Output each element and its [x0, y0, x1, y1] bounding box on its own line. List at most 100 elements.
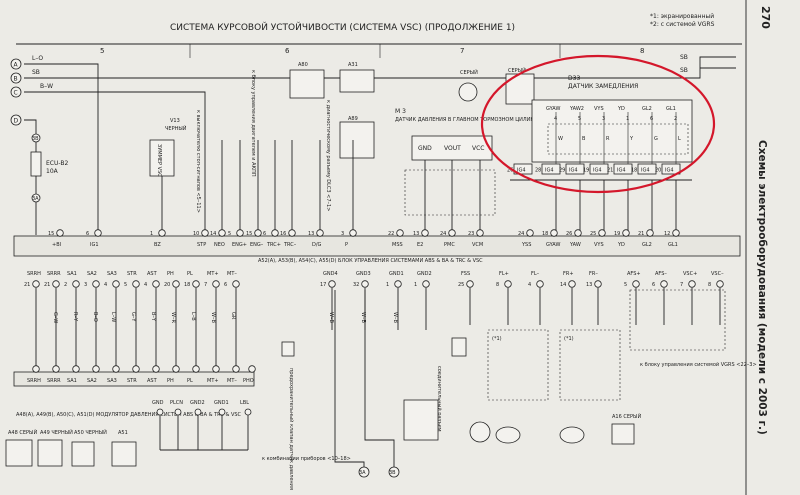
modulator-pin-label: MT+	[207, 378, 219, 384]
ecu-bottom-pin-marker	[466, 280, 474, 288]
note-stop-switch: к выключателю стоп-сигналов <5–11>	[195, 110, 201, 213]
wire-color-label: R–Y	[72, 312, 78, 322]
wire-color-label: W–R	[170, 312, 176, 323]
sensor-wire-color: Y	[629, 136, 634, 142]
modulator-name: A48(A), A49(B), A50(C), A51(D) МОДУЛЯТОР…	[16, 412, 242, 418]
ecu-bottom-pin-label: AST	[147, 271, 158, 277]
ig4-number: 28	[535, 168, 541, 174]
vgrs-section: к блоку управления системой VGRS <22–3>	[629, 289, 757, 368]
sensor-wire-color: R	[606, 136, 610, 142]
ecu-bottom-pins: SRRH21SRRR21SA12SA23SA34STR5AST4PH20PL18…	[24, 271, 724, 366]
ecu-bottom-pin-num: 4	[528, 282, 531, 288]
ecu-bottom-pin-marker	[92, 280, 100, 288]
ecu-top-pin-label: YD	[617, 242, 625, 248]
modulator-pin-marker	[72, 365, 80, 373]
svg-text:(*1): (*1)	[492, 336, 502, 342]
ecu-bottom-pin-marker	[504, 280, 512, 288]
ecu-top-pin-marker	[396, 229, 404, 237]
ig4-number: 19	[583, 168, 589, 174]
ig4-connector	[661, 163, 681, 175]
ecu-top-pin-label: VYS	[594, 242, 604, 248]
modulator-pin-label: STR	[127, 378, 137, 384]
svg-text:(*1): (*1)	[564, 336, 574, 342]
left-ref-letter: D	[14, 118, 19, 125]
ref-a31: A31	[348, 62, 358, 68]
modulator-pin-marker	[132, 365, 140, 373]
legend-line-1: *1: экранированный	[650, 13, 714, 20]
sensor-wire-color: B	[582, 136, 586, 142]
sensor-pin-num: 5	[578, 116, 581, 122]
ground-3a: 3A	[359, 470, 366, 476]
ecu-bottom-pin-num: 7	[680, 282, 683, 288]
ecu-top-pin-label: +BI	[52, 242, 61, 248]
wire-color-label: GR	[230, 312, 236, 320]
modulator-pin-marker	[52, 365, 60, 373]
conn-a15	[495, 426, 521, 444]
sensor-pin-gyaw: GYAW	[546, 106, 560, 112]
ref-a80: A80	[298, 62, 308, 68]
ecu-top-pin-num: 21	[638, 231, 644, 237]
ecu-bottom-pin-label: SA1	[67, 271, 77, 277]
wire-label-b-w: B–W	[40, 83, 53, 90]
ecu-top-pin-label: YSS	[521, 242, 531, 248]
ecu-bottom-pin-label: MT–	[227, 271, 237, 277]
modulator-pin-marker	[232, 365, 240, 373]
modulator-pin-marker	[152, 365, 160, 373]
wire-label-sb-right-2: SB	[680, 67, 688, 74]
ecu-bottom-pin-num: 6	[652, 282, 655, 288]
ecu-top-pin-num: 23	[468, 231, 474, 237]
ecu-bottom-pin-label: GND2	[417, 271, 432, 277]
pin-vcc: VCC	[472, 145, 484, 152]
ecu-bottom-pin-marker	[52, 280, 60, 288]
left-ref-circle	[10, 114, 22, 126]
ecu-bottom-pin-label: GND1	[389, 271, 404, 277]
ecu-bottom-pin-num: 32	[353, 282, 359, 288]
buzzer-color: ЧЕРНЫЙ	[165, 125, 187, 132]
ecu-bottom-pin-num: 21	[24, 282, 30, 288]
ecu-top-pin-label: VCM	[472, 242, 483, 248]
ecu-top-pin-label: NEO	[214, 242, 225, 248]
ecu-top-pin-num: 6	[263, 231, 266, 237]
ecu-bottom-pin-label: FL+	[499, 271, 509, 277]
modulator-pin-label: SRRR	[47, 378, 61, 384]
wire-color-label: W–B	[210, 312, 216, 323]
ecu-top-pin-label: BZ	[154, 242, 161, 248]
ig4-label: IG4	[641, 168, 650, 174]
bottom-connectors: A48 СЕРЫЙ A49 ЧЕРНЫЙ A50 ЧЕРНЫЙ A51 A16 …	[5, 399, 641, 467]
sensor-id: D33	[568, 75, 580, 82]
sensor-wire-color: G	[654, 136, 658, 142]
sensor-pin-yaw2: YAW2	[569, 106, 584, 112]
ecu-top-pin-num: 12	[664, 231, 670, 237]
legend-line-2: *2: с системой VGRS	[650, 21, 715, 28]
ig4-number: 20	[655, 168, 661, 174]
red-highlight-circle	[480, 54, 716, 194]
ecu-bottom-pin-num: 4	[104, 282, 107, 288]
ecu-top-pin-marker	[672, 229, 680, 237]
ecu-bottom-pin-num: 5	[624, 282, 627, 288]
ecu-top-pin-marker	[550, 229, 558, 237]
modulator-pin-marker	[32, 365, 40, 373]
diagram-title: СИСТЕМА КУРСОВОЙ УСТОЙЧИВОСТИ (СИСТЕМА V…	[170, 21, 515, 33]
sensor-pin-num: 1	[626, 116, 629, 122]
ecu-top-pin-label: TRC+	[266, 242, 281, 248]
ecu-bottom-pin-marker	[112, 280, 120, 288]
ecu-top-pin-num: 15	[48, 231, 54, 237]
ecu-bottom-pin-marker	[72, 280, 80, 288]
ecu-top-pin-label: MSS	[392, 242, 403, 248]
ecu-top-pin-label: GYAW	[546, 242, 560, 248]
ecu-bottom-pin-label: SRRH	[27, 271, 41, 277]
ecu-bottom-pin-label: SA3	[107, 271, 117, 277]
ecu-top-pin-marker	[448, 229, 456, 237]
sensor-pin-gl2: GL2	[642, 106, 652, 112]
ecu-top-pin-label: STP	[197, 242, 206, 248]
ecu-top-pin-marker	[254, 229, 262, 237]
left-ref-circle	[10, 86, 22, 98]
ig4-label: IG4	[569, 168, 578, 174]
modulator-bottom-pin-label: PLCN	[170, 400, 183, 406]
ecu-top-pin-marker	[421, 229, 429, 237]
zone-number: 7	[460, 47, 464, 55]
ecu-bottom-pin-num: 1	[386, 282, 389, 288]
modulator-bottom-pin-marker	[244, 408, 252, 416]
